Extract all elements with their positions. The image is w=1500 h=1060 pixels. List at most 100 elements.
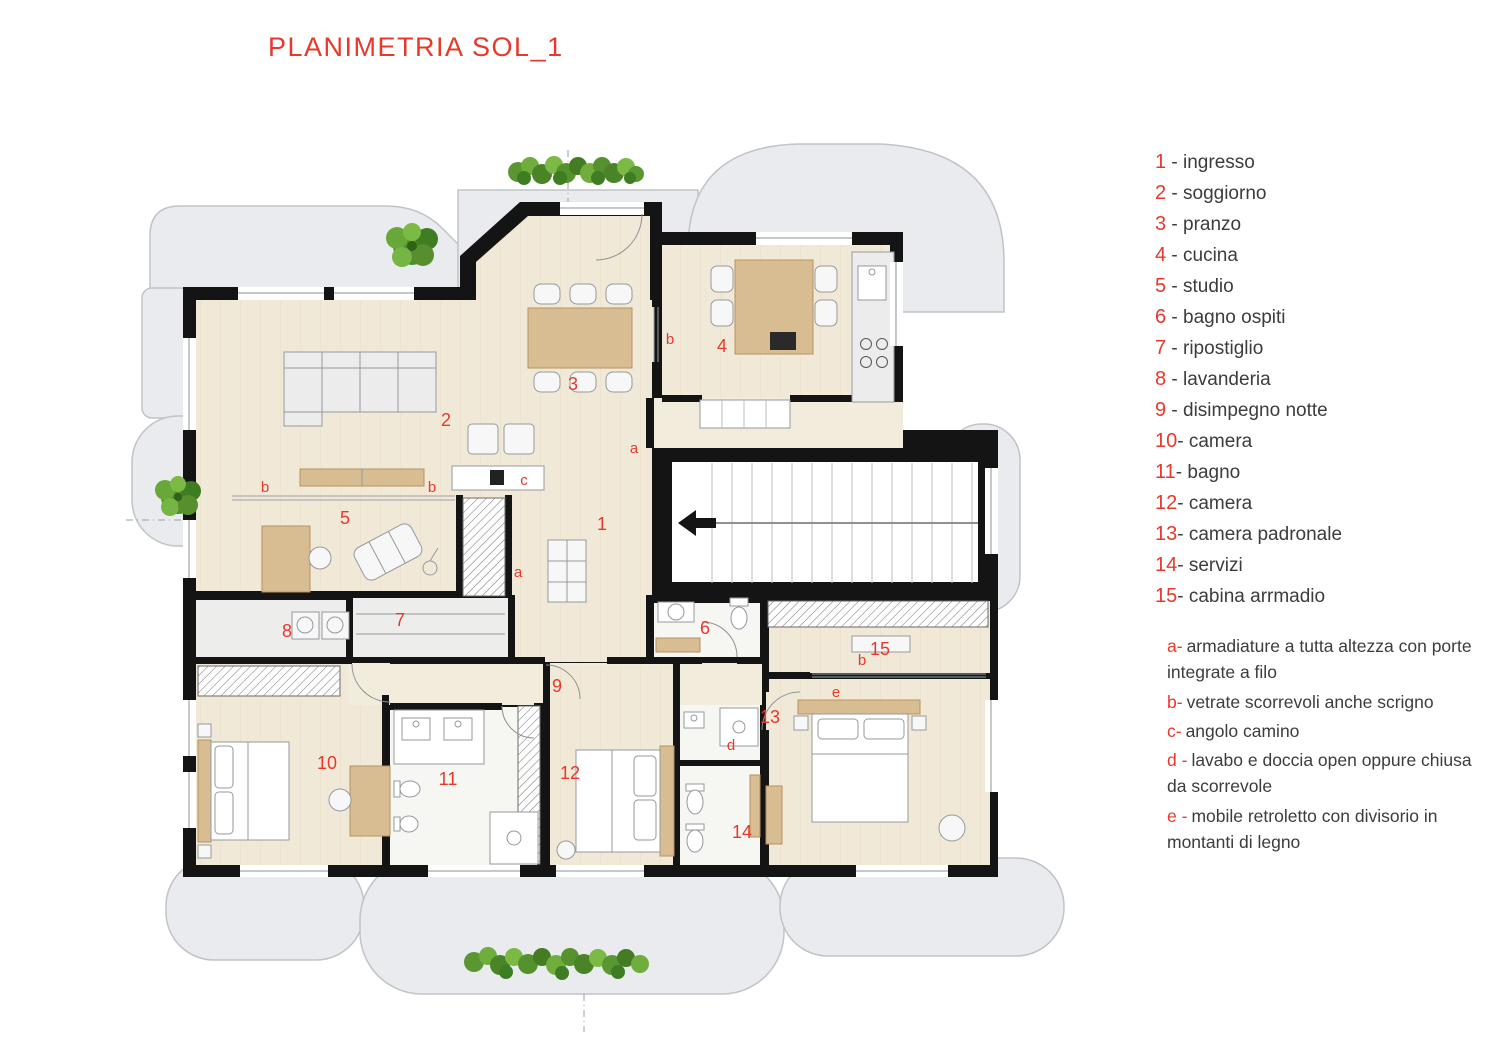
legend-room-number: 7 bbox=[1155, 337, 1167, 359]
legend-note-key: a- bbox=[1167, 636, 1183, 656]
plan-room-label: 15 bbox=[870, 639, 890, 659]
plants bbox=[155, 156, 649, 980]
plan-room-label: 5 bbox=[340, 508, 350, 528]
hall-cabinet bbox=[547, 539, 587, 603]
floor-entrance bbox=[476, 216, 650, 305]
legend-room-label: - camera bbox=[1177, 493, 1253, 514]
hedge-bottom bbox=[464, 947, 649, 980]
legend-note-key: d - bbox=[1167, 750, 1188, 770]
legend-room-number: 14 bbox=[1155, 554, 1178, 576]
sideboard bbox=[299, 468, 425, 487]
plan-room-label: 7 bbox=[395, 610, 405, 630]
door-arcs bbox=[351, 213, 801, 739]
plan-room-label: 8 bbox=[282, 621, 292, 641]
legend-room-label: - bagno bbox=[1175, 462, 1241, 483]
legend-room-number: 13 bbox=[1155, 523, 1178, 545]
legend-room-item: 6 - bagno ospiti bbox=[1155, 307, 1500, 328]
plan-room-label: 2 bbox=[441, 410, 451, 430]
floor-ripostiglio bbox=[352, 597, 509, 657]
legend-room-number: 12 bbox=[1155, 492, 1178, 514]
laundry-appliances bbox=[291, 611, 350, 640]
cabina15-dresser bbox=[851, 635, 911, 653]
legend-room-label: - ingresso bbox=[1166, 152, 1255, 173]
tree-left bbox=[155, 476, 201, 516]
plan-room-label: 14 bbox=[732, 822, 752, 842]
legend-room-item: 9 - disimpegno notte bbox=[1155, 400, 1500, 421]
floor-lavanderia bbox=[196, 600, 346, 657]
legend-room-number: 11 bbox=[1155, 461, 1176, 483]
plan-letter-label: d bbox=[727, 737, 735, 754]
plan-letter-label: b bbox=[666, 331, 674, 348]
legend-room-number: 15 bbox=[1155, 585, 1178, 607]
legend-room-item: 2 - soggiorno bbox=[1155, 183, 1500, 204]
plan-room-label: 6 bbox=[700, 618, 710, 638]
legend-room-number: 6 bbox=[1155, 306, 1167, 328]
bagno6-fixtures bbox=[655, 597, 749, 653]
legend-room-item: 5 - studio bbox=[1155, 276, 1500, 297]
glass-partitions bbox=[232, 307, 986, 678]
kitchen-island bbox=[710, 259, 838, 355]
windows bbox=[183, 202, 998, 877]
stairs bbox=[652, 399, 998, 595]
tree-top-left bbox=[386, 223, 438, 267]
plan-room-label: 11 bbox=[439, 769, 458, 789]
plan-letter-label: e bbox=[832, 684, 840, 701]
plan-letter-label: a bbox=[514, 564, 523, 581]
legend-room-item: 8 - lavanderia bbox=[1155, 369, 1500, 390]
legend-room-number: 1 bbox=[1155, 151, 1167, 173]
legend-room-item: 3 - pranzo bbox=[1155, 214, 1500, 235]
plan-room-label: 4 bbox=[717, 336, 727, 356]
legend-room-number: 5 bbox=[1155, 275, 1167, 297]
legend-room-label: - pranzo bbox=[1166, 214, 1242, 235]
floor-lamp bbox=[422, 547, 439, 576]
wardrobe-hatches bbox=[197, 497, 989, 865]
servizi14-fixtures bbox=[685, 774, 761, 853]
legend-note: b-vetrate scorrevoli anche scrigno bbox=[1167, 691, 1434, 712]
legend-room-item: 4 - cucina bbox=[1155, 245, 1500, 266]
stairs-arrow-icon bbox=[678, 510, 716, 536]
storage-shelves bbox=[356, 613, 505, 635]
furniture bbox=[197, 251, 966, 865]
legend-room-list: 1 - ingresso 2 - soggiorno 3 - pranzo 4 - c… bbox=[1155, 152, 1500, 607]
legend-note: e -mobile retroletto con divisorio in mo… bbox=[1167, 805, 1438, 852]
plan-room-label: 10 bbox=[317, 753, 337, 773]
legend: 1 - ingresso 2 - soggiorno 3 - pranzo 4 - c… bbox=[1155, 152, 1500, 858]
legend-room-label: - servizi bbox=[1177, 555, 1243, 576]
coffee-tables bbox=[467, 423, 535, 455]
legend-room-number: 9 bbox=[1155, 399, 1167, 421]
legend-room-item: 10- camera bbox=[1155, 431, 1500, 452]
plan-letter-label: b bbox=[858, 652, 866, 669]
legend-room-label: - cabina arrmadio bbox=[1177, 586, 1326, 607]
plan-room-label: 1 bbox=[597, 514, 607, 534]
legend-room-label: - camera padronale bbox=[1177, 524, 1343, 545]
legend-room-label: - studio bbox=[1166, 276, 1234, 297]
legend-room-label: - camera bbox=[1177, 431, 1253, 452]
legend-room-item: 1 - ingresso bbox=[1155, 152, 1500, 173]
legend-room-item: 15- cabina arrmadio bbox=[1155, 586, 1500, 607]
kitchen-counter bbox=[851, 251, 895, 403]
dining-table bbox=[527, 283, 633, 393]
legend-room-label: - lavanderia bbox=[1166, 369, 1271, 390]
plan-letter-label: a bbox=[630, 440, 639, 457]
bed-camera12 bbox=[556, 745, 675, 860]
lounge-chair bbox=[353, 523, 423, 581]
page-title: PLANIMETRIA SOL_1 bbox=[268, 32, 564, 62]
legend-note-key: e - bbox=[1167, 805, 1188, 826]
legend-room-item: 11- bagno bbox=[1155, 462, 1500, 483]
legend-note: d -lavabo e doccia open oppure chiusa da… bbox=[1167, 750, 1472, 797]
legend-notes: a-armadiature a tutta altezza con porte … bbox=[1155, 633, 1472, 855]
legend-note-key: c- bbox=[1167, 720, 1182, 741]
legend-room-item: 13- camera padronale bbox=[1155, 524, 1500, 545]
bed-camera13 bbox=[765, 699, 966, 845]
bed-camera10 bbox=[197, 723, 391, 859]
legend-room-number: 2 bbox=[1155, 182, 1167, 204]
legend-note: c-angolo camino bbox=[1167, 720, 1300, 741]
plan-letter-label: b bbox=[261, 479, 269, 496]
plan-letter-label: b bbox=[428, 479, 436, 496]
legend-room-item: 7 - ripostiglio bbox=[1155, 338, 1500, 359]
legend-room-label: - soggiorno bbox=[1166, 183, 1267, 204]
bagno11-fixtures bbox=[393, 709, 539, 865]
